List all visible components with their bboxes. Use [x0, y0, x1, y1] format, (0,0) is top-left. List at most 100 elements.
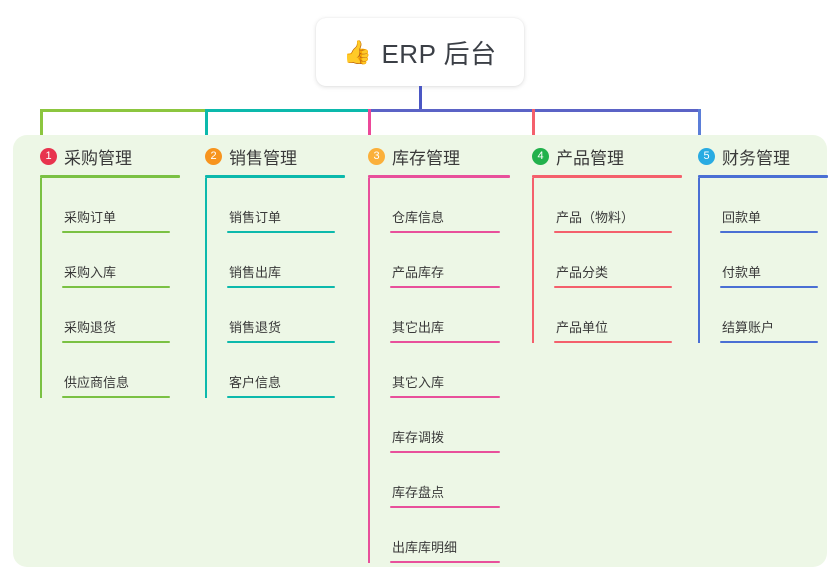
- module-column-3: 3 库存管理仓库信息产品库存其它出库其它入库库存调拨库存盘点出库库明细: [358, 143, 510, 563]
- module-item[interactable]: 其它入库: [390, 343, 510, 398]
- module-items-5: 回款单付款单结算账户: [698, 178, 828, 343]
- module-item-label: 库存盘点: [392, 485, 445, 500]
- module-item[interactable]: 库存调拨: [390, 398, 510, 453]
- module-item-rule: [390, 231, 500, 233]
- module-item-rule: [62, 396, 170, 398]
- module-item[interactable]: 仓库信息: [390, 178, 510, 233]
- module-item[interactable]: 客户信息: [227, 343, 345, 398]
- module-header-rule-3: [368, 175, 510, 178]
- connector-root-stem: [419, 86, 422, 112]
- connector-bar-green: [40, 109, 207, 112]
- module-item-rule: [554, 231, 672, 233]
- module-badge-4: 4: [532, 147, 549, 165]
- modules-panel: [13, 135, 827, 567]
- module-item-rule: [227, 231, 335, 233]
- module-item-label: 出库库明细: [392, 540, 458, 555]
- module-title-4: 产品管理: [556, 148, 624, 168]
- module-item-label: 付款单: [722, 265, 762, 280]
- module-item-label: 销售订单: [229, 210, 282, 225]
- connector-drop-5: [698, 109, 701, 156]
- module-item[interactable]: 付款单: [720, 233, 828, 288]
- module-title-1: 采购管理: [64, 148, 132, 168]
- module-item-rule: [720, 286, 818, 288]
- module-item-label: 采购退货: [64, 320, 117, 335]
- module-item-rule: [390, 506, 500, 508]
- module-trunk-3: [368, 178, 370, 563]
- module-item-rule: [227, 286, 335, 288]
- module-item-label: 产品（物料）: [556, 210, 635, 225]
- module-header-rule-5: [698, 175, 828, 178]
- module-trunk-2: [205, 178, 207, 398]
- module-items-2: 销售订单销售出库销售退货客户信息: [205, 178, 345, 398]
- module-title-3: 库存管理: [392, 148, 460, 168]
- module-item[interactable]: 采购退货: [62, 288, 180, 343]
- module-item[interactable]: 库存盘点: [390, 453, 510, 508]
- module-item[interactable]: 销售退货: [227, 288, 345, 343]
- connector-drop-2: [205, 109, 208, 156]
- module-item-label: 产品单位: [556, 320, 609, 335]
- module-item[interactable]: 供应商信息: [62, 343, 180, 398]
- module-item-label: 仓库信息: [392, 210, 445, 225]
- module-item[interactable]: 采购入库: [62, 233, 180, 288]
- module-item-rule: [62, 286, 170, 288]
- module-item-label: 回款单: [722, 210, 762, 225]
- module-item-rule: [390, 286, 500, 288]
- module-item-rule: [390, 451, 500, 453]
- module-header-4[interactable]: 4 产品管理: [522, 143, 682, 169]
- module-item[interactable]: 销售出库: [227, 233, 345, 288]
- module-item-label: 产品库存: [392, 265, 445, 280]
- module-item[interactable]: 产品单位: [554, 288, 682, 343]
- module-badge-3: 3: [368, 147, 385, 165]
- module-item[interactable]: 其它出库: [390, 288, 510, 343]
- module-item-label: 销售出库: [229, 265, 282, 280]
- module-items-4: 产品（物料） 产品分类产品单位: [532, 178, 682, 343]
- module-item-label: 采购入库: [64, 265, 117, 280]
- module-item-label: 其它出库: [392, 320, 445, 335]
- module-item[interactable]: 产品分类: [554, 233, 682, 288]
- module-item-rule: [390, 396, 500, 398]
- module-item-rule: [390, 341, 500, 343]
- module-item[interactable]: 销售订单: [227, 178, 345, 233]
- connector-drop-4: [532, 109, 535, 156]
- connector-bar-teal: [205, 109, 370, 112]
- module-header-rule-1: [40, 175, 180, 178]
- root-title-text: ERP 后台: [381, 38, 497, 69]
- module-items-1: 采购订单采购入库采购退货供应商信息: [40, 178, 180, 398]
- module-item-label: 供应商信息: [64, 375, 130, 390]
- module-item-rule: [720, 341, 818, 343]
- module-item-label: 产品分类: [556, 265, 609, 280]
- module-item[interactable]: 结算账户: [720, 288, 828, 343]
- module-trunk-1: [40, 178, 42, 398]
- module-item-rule: [554, 341, 672, 343]
- module-item-label: 库存调拨: [392, 430, 445, 445]
- module-item[interactable]: 回款单: [720, 178, 828, 233]
- module-badge-1: 1: [40, 147, 57, 165]
- module-item-rule: [720, 231, 818, 233]
- module-column-4: 4 产品管理产品（物料） 产品分类产品单位: [522, 143, 682, 343]
- module-item[interactable]: 产品（物料）: [554, 178, 682, 233]
- root-node-card[interactable]: 👍 ERP 后台: [316, 18, 524, 86]
- module-item-rule: [554, 286, 672, 288]
- thumbs-up-icon: 👍: [343, 38, 373, 65]
- module-trunk-5: [698, 178, 700, 343]
- module-header-3[interactable]: 3 库存管理: [358, 143, 510, 169]
- module-items-3: 仓库信息产品库存其它出库其它入库库存调拨库存盘点出库库明细: [368, 178, 510, 563]
- module-header-1[interactable]: 1 采购管理: [30, 143, 180, 169]
- module-header-rule-4: [532, 175, 682, 178]
- module-trunk-4: [532, 178, 534, 343]
- module-item[interactable]: 出库库明细: [390, 508, 510, 563]
- module-column-1: 1 采购管理采购订单采购入库采购退货供应商信息: [30, 143, 180, 398]
- module-item[interactable]: 产品库存: [390, 233, 510, 288]
- module-item-rule: [390, 561, 500, 563]
- module-item[interactable]: 采购订单: [62, 178, 180, 233]
- module-item-rule: [227, 341, 335, 343]
- module-item-rule: [62, 341, 170, 343]
- module-item-label: 客户信息: [229, 375, 282, 390]
- module-badge-5: 5: [698, 147, 715, 165]
- module-badge-2: 2: [205, 147, 222, 165]
- module-item-label: 采购订单: [64, 210, 117, 225]
